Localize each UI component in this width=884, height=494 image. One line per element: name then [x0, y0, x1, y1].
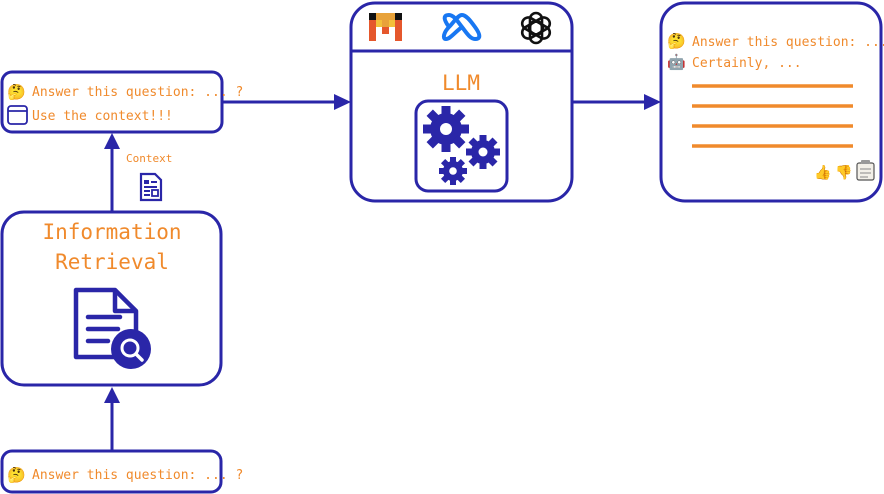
arrow-llm-to-output [573, 94, 661, 110]
output-answer: Certainly, ... [692, 56, 802, 71]
arrow-retrieval-to-prompt [104, 133, 120, 212]
thinking-face-icon: 🤔 [7, 466, 26, 484]
arrow-prompt-to-llm [222, 94, 351, 110]
llm-title: LLM [442, 71, 480, 95]
clipboard-icon[interactable] [856, 160, 875, 181]
thumbs-down-icon[interactable]: 👎 [835, 164, 852, 181]
arrow-query-to-retrieval [104, 387, 120, 450]
query-text: Answer this question: ... ? [32, 468, 243, 483]
query-box: 🤔 Answer this question: ... ? [0, 449, 243, 494]
answer-lines [692, 84, 853, 148]
prompt-line2: Use the context!!! [32, 109, 173, 124]
context-label: Context [126, 152, 172, 165]
llm-box: LLM [349, 1, 574, 203]
prompt-line1: Answer this question: ... ? [32, 85, 243, 100]
document-search-icon [73, 287, 151, 369]
mistral-logo [369, 13, 402, 41]
thinking-face-icon: 🤔 [7, 83, 26, 101]
thinking-face-icon: 🤔 [667, 32, 686, 50]
output-question: Answer this question: ... ? [692, 35, 884, 50]
meta-logo [441, 12, 482, 42]
document-icon [139, 172, 163, 202]
gears-icon [414, 99, 509, 193]
robot-icon: 🤖 [667, 53, 686, 71]
retrieval-title-line1: Information [42, 220, 181, 244]
thumbs-up-icon[interactable]: 👍 [814, 164, 831, 181]
output-box: 🤔 Answer this question: ... ? 🤖 Certainl… [659, 1, 884, 203]
openai-logo [520, 11, 552, 45]
window-icon [7, 105, 28, 125]
retrieval-title-line2: Retrieval [55, 250, 169, 274]
prompt-box: 🤔 Answer this question: ... ? Use the co… [0, 70, 243, 134]
retrieval-box: Information Retrieval [0, 210, 223, 387]
